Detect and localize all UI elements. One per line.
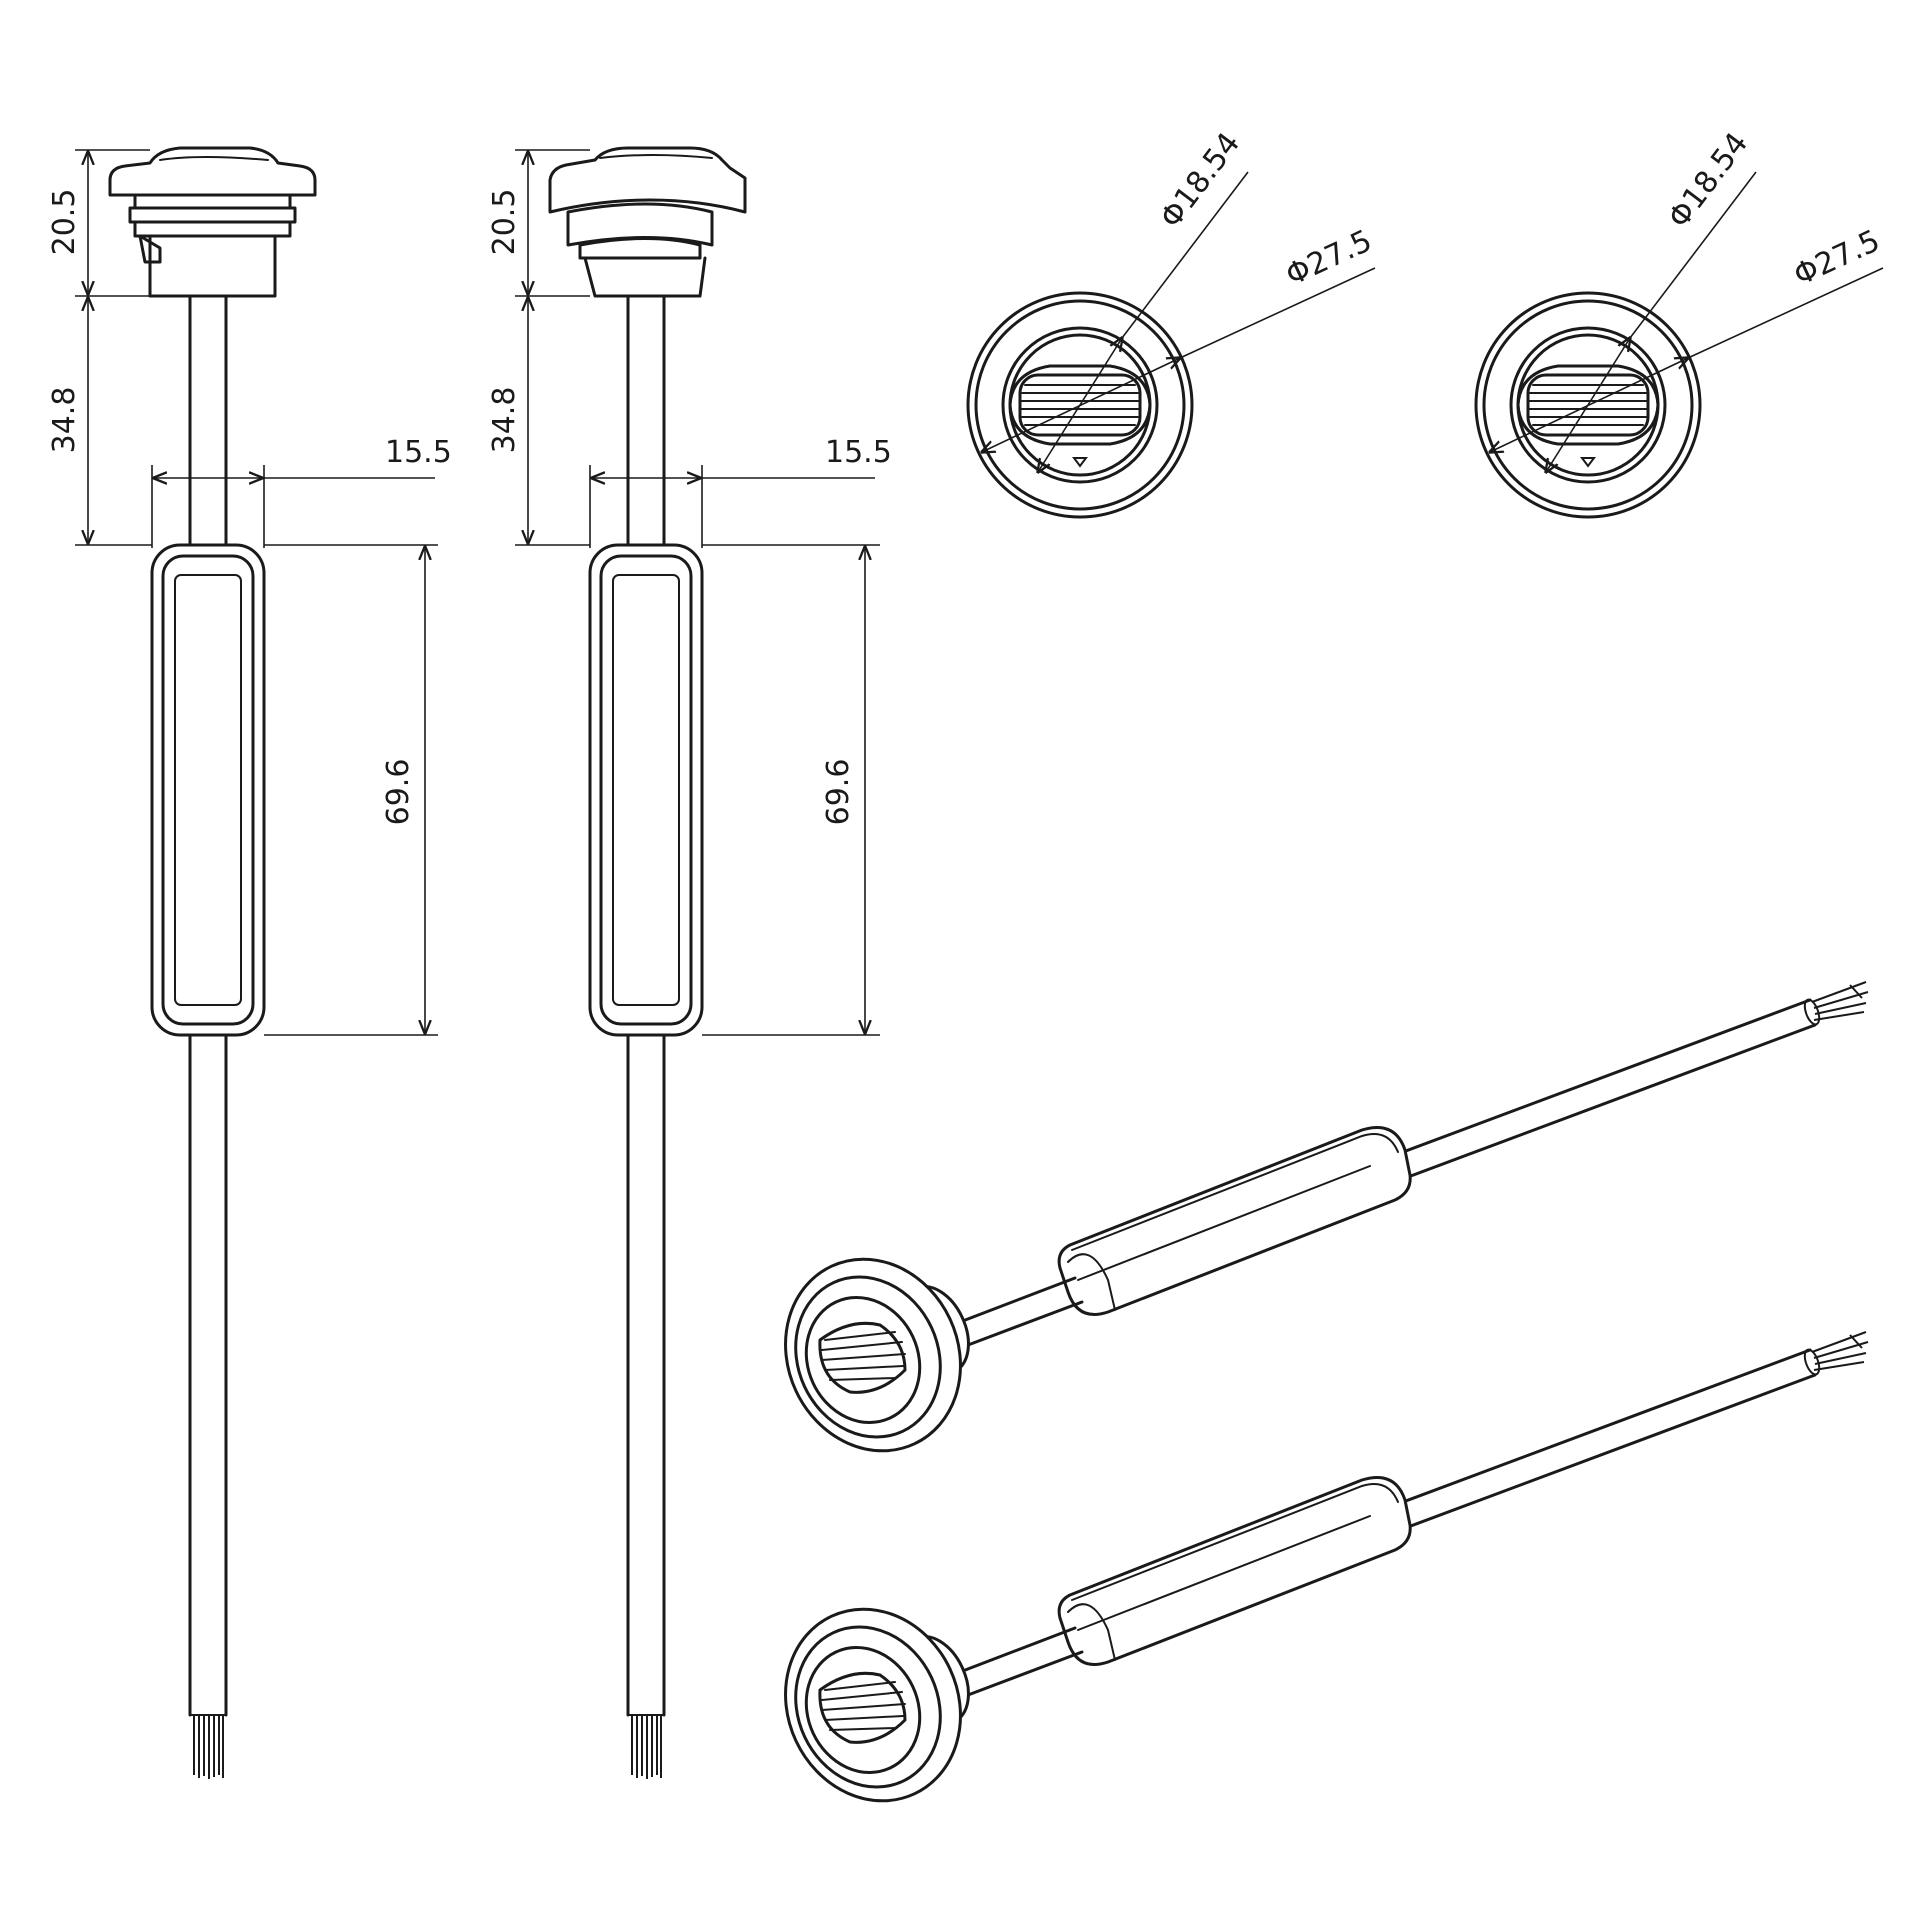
lamp-bezel — [784, 1257, 962, 1453]
dim-outer-diameter: Φ27.5 — [1281, 223, 1378, 293]
wire-strands — [631, 1715, 662, 1779]
front-view-a: Φ18.54 Φ27.5 — [966, 126, 1378, 519]
driver-housing — [1057, 1126, 1412, 1316]
side-view-a: 20.5 34.8 15.5 69.6 — [47, 146, 452, 1779]
dim-stem-length: 34.8 — [47, 387, 82, 454]
dim-body-length: 69.6 — [821, 759, 856, 826]
lamp-cap — [108, 146, 317, 197]
side-view-b: 20.5 34.8 15.5 69.6 — [487, 146, 892, 1779]
front-view-b: Φ18.54 Φ27.5 — [1474, 126, 1886, 519]
dim-inner-diameter: Φ18.54 — [1661, 126, 1755, 235]
dim-head-height: 20.5 — [47, 189, 82, 256]
dim-outer-diameter: Φ27.5 — [1789, 223, 1886, 293]
driver-housing — [1057, 1476, 1412, 1666]
driver-housing — [588, 543, 704, 1037]
wire-strands — [1811, 1331, 1869, 1371]
lamp-cap — [548, 146, 747, 214]
isometric-view-1 — [784, 981, 1869, 1453]
dim-body-width: 15.5 — [825, 435, 892, 470]
wire-strands — [1811, 981, 1869, 1021]
lamp-bezel — [784, 1607, 962, 1803]
dim-body-length: 69.6 — [381, 759, 416, 826]
isometric-view-2 — [784, 1331, 1869, 1803]
wire-strands — [193, 1715, 224, 1779]
driver-housing — [150, 543, 266, 1037]
dim-stem-length: 34.8 — [487, 387, 522, 454]
dim-inner-diameter: Φ18.54 — [1153, 126, 1247, 235]
dim-head-height: 20.5 — [487, 189, 522, 256]
dim-body-width: 15.5 — [385, 435, 452, 470]
